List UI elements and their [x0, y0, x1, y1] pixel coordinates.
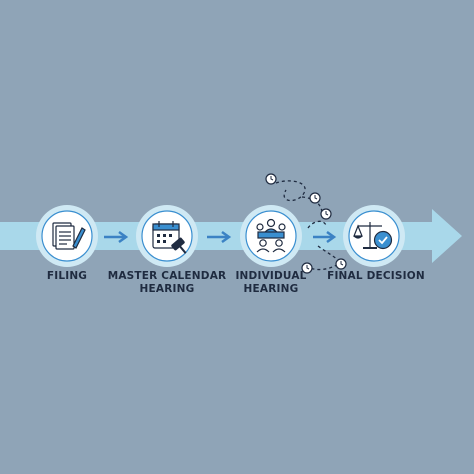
clock-icon — [265, 173, 277, 185]
step-node-individual-hearing — [240, 205, 302, 267]
clock-icon — [309, 192, 321, 204]
clock-icon — [320, 208, 332, 220]
connector-arrow-3 — [313, 230, 337, 244]
scales-check-icon — [353, 222, 393, 250]
step-label-final-decision: FINAL DECISION — [327, 270, 425, 282]
document-pen-icon — [52, 222, 86, 250]
connector-arrow-2 — [207, 230, 232, 244]
step-label-filing: FILING — [46, 270, 88, 282]
connector-arrow-1 — [104, 230, 129, 244]
step-node-final-decision — [343, 205, 405, 267]
courtroom-icon — [256, 218, 286, 253]
calendar-gavel-icon — [152, 221, 187, 254]
step-node-filing — [36, 205, 98, 267]
step-label-master-calendar-hearing: MASTER CALENDAR HEARING — [107, 270, 227, 295]
clock-icon — [301, 262, 313, 274]
clock-icon — [335, 258, 347, 270]
step-label-individual-hearing: INDIVIDUAL HEARING — [235, 270, 307, 295]
step-node-master-calendar — [136, 205, 198, 267]
